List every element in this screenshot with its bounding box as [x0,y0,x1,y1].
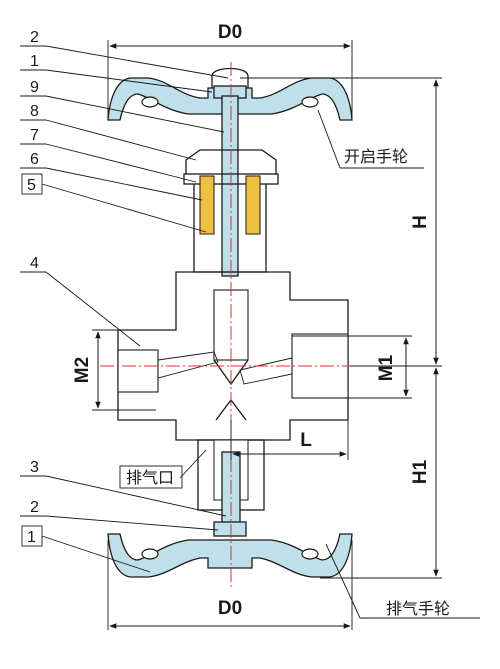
callout-vent-handwheel-text: 排气手轮 [386,599,450,618]
dim-h1-text: H1 [410,459,431,484]
upper-stem [221,95,239,277]
part-label-2-top: 2 [30,29,39,46]
callout-vent-port: 排气口 [119,449,207,489]
part-label-1-bottom: 1 [27,529,36,546]
dim-m1: M1 [292,335,412,399]
bottom-handwheel [107,521,353,578]
dim-m2-text: M2 [72,357,93,383]
dim-m2: M2 [72,329,156,411]
part-label-1-top: 1 [30,53,39,70]
dim-bottom-d0: D0 [107,540,353,630]
part-label-6: 6 [30,151,39,168]
callout-vent-handwheel: 排气手轮 [325,543,480,619]
dim-top-d0: D0 [107,22,353,118]
part-label-9: 9 [30,79,39,96]
part-label-4: 4 [30,255,39,272]
callout-open-handwheel-text: 开启手轮 [344,147,408,166]
part-label-2-bottom: 2 [30,499,39,516]
part-label-7: 7 [30,127,39,144]
part-label-5: 5 [27,177,36,194]
dim-l-text: L [300,430,312,451]
callout-vent-port-text: 排气口 [126,468,174,487]
part-labels: 2 1 9 8 7 6 5 4 3 2 1 [20,29,229,573]
dim-bottom-d0-text: D0 [218,598,242,619]
part-label-3: 3 [30,459,39,476]
dim-l: L [230,420,349,460]
dim-h: H [240,77,442,367]
part-label-8: 8 [30,103,39,120]
dim-m1-text: M1 [376,354,397,381]
dim-h-text: H [410,215,431,229]
dim-h1: H1 [320,367,442,579]
callout-open-handwheel: 开启手轮 [317,109,424,169]
dim-top-d0-text: D0 [218,22,242,43]
